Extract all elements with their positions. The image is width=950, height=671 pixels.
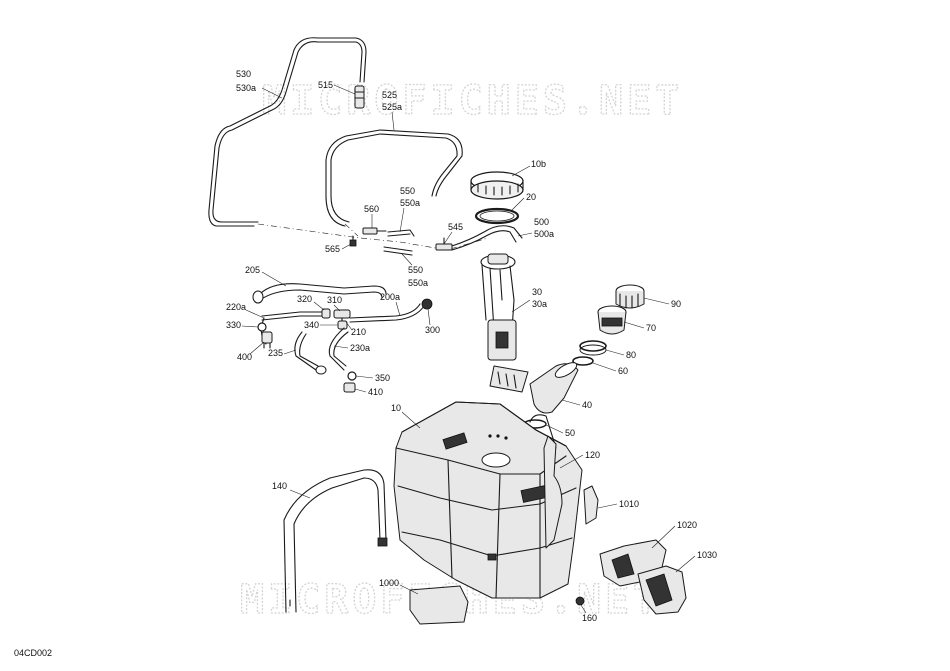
connector-410 (343, 382, 356, 393)
callout-10b: 10b (531, 159, 546, 169)
hose-235 (294, 331, 327, 375)
clamp-80 (579, 340, 607, 356)
lock-ring-10b (470, 171, 524, 200)
callout-235: 235 (268, 348, 283, 358)
callout-500: 500 (534, 217, 549, 227)
callout-1000: 1000 (379, 578, 399, 588)
callout-80: 80 (626, 350, 636, 360)
callout-70: 70 (646, 323, 656, 333)
nut-300 (421, 298, 433, 310)
callout-550a-upper: 550a (400, 198, 420, 208)
callout-40: 40 (582, 400, 592, 410)
callout-560: 560 (364, 204, 379, 214)
callout-545: 545 (448, 222, 463, 232)
callout-30a: 30a (532, 299, 547, 309)
callout-525: 525 (382, 90, 397, 100)
seal-20 (474, 207, 520, 225)
callout-550-upper: 550 (400, 186, 415, 196)
fuel-pump-module-30 (480, 253, 529, 393)
diagram-reference-id: 04CD002 (14, 648, 52, 658)
callout-320: 320 (297, 294, 312, 304)
fuel-cap-90 (615, 284, 645, 309)
clamp-350 (347, 371, 357, 381)
vent-hose-525 (325, 129, 463, 227)
hose-230a (328, 327, 349, 371)
filler-hose-40 (529, 362, 579, 414)
clamp-60 (572, 356, 594, 366)
callout-230a: 230a (350, 343, 370, 353)
connector-400 (261, 331, 273, 349)
callout-400: 400 (237, 352, 252, 362)
watermark-top: MICROFICHES.NET (262, 78, 683, 124)
callout-525a: 525a (382, 102, 402, 112)
callout-140: 140 (272, 481, 287, 491)
heat-shield-120 (543, 435, 563, 549)
callout-410: 410 (368, 387, 383, 397)
callout-160: 160 (582, 613, 597, 623)
hose-205 (252, 283, 387, 304)
callout-340: 340 (304, 320, 319, 330)
nut-160 (575, 596, 585, 606)
callout-20: 20 (526, 192, 536, 202)
callout-200a: 200a (380, 292, 400, 302)
tube-550b (383, 246, 413, 256)
strap-140 (283, 469, 388, 613)
callout-300: 300 (425, 325, 440, 335)
hose-200a (349, 303, 425, 323)
clip-565 (349, 235, 357, 247)
tube-550a (387, 229, 415, 237)
callout-205: 205 (245, 265, 260, 275)
callout-210: 210 (351, 327, 366, 337)
callout-1030: 1030 (697, 550, 717, 560)
callout-50: 50 (565, 428, 575, 438)
callout-1020: 1020 (677, 520, 697, 530)
clamp-330 (257, 322, 267, 332)
fitting-515 (354, 85, 365, 109)
callout-500a: 500a (534, 229, 554, 239)
callout-90: 90 (671, 299, 681, 309)
panel-1000 (409, 585, 469, 625)
callout-10: 10 (391, 403, 401, 413)
callout-30: 30 (532, 287, 542, 297)
callout-60: 60 (618, 366, 628, 376)
callout-565: 565 (325, 244, 340, 254)
cover-1030 (637, 565, 687, 615)
callout-530a: 530a (236, 83, 256, 93)
callout-550a-lower: 550a (408, 278, 428, 288)
panel-1010 (583, 485, 599, 525)
callout-350: 350 (375, 373, 390, 383)
callout-330: 330 (226, 320, 241, 330)
callout-120: 120 (585, 450, 600, 460)
callout-1010: 1010 (619, 499, 639, 509)
clamp-320 (321, 308, 331, 319)
callout-550-lower: 550 (408, 265, 423, 275)
callout-310: 310 (327, 295, 342, 305)
filler-neck-70 (597, 305, 627, 335)
connector-560 (362, 227, 387, 235)
callout-530: 530 (236, 69, 251, 79)
vent-hose-530 (208, 37, 367, 227)
fuel-tank-10 (393, 401, 583, 599)
pump-hose-500 (451, 225, 523, 251)
callout-220a: 220a (226, 302, 246, 312)
callouts: 530 530a 515 525 525a 10b 20 550 550a 50… (226, 69, 717, 623)
fitting-340 (337, 320, 348, 330)
callout-515: 515 (318, 80, 333, 90)
